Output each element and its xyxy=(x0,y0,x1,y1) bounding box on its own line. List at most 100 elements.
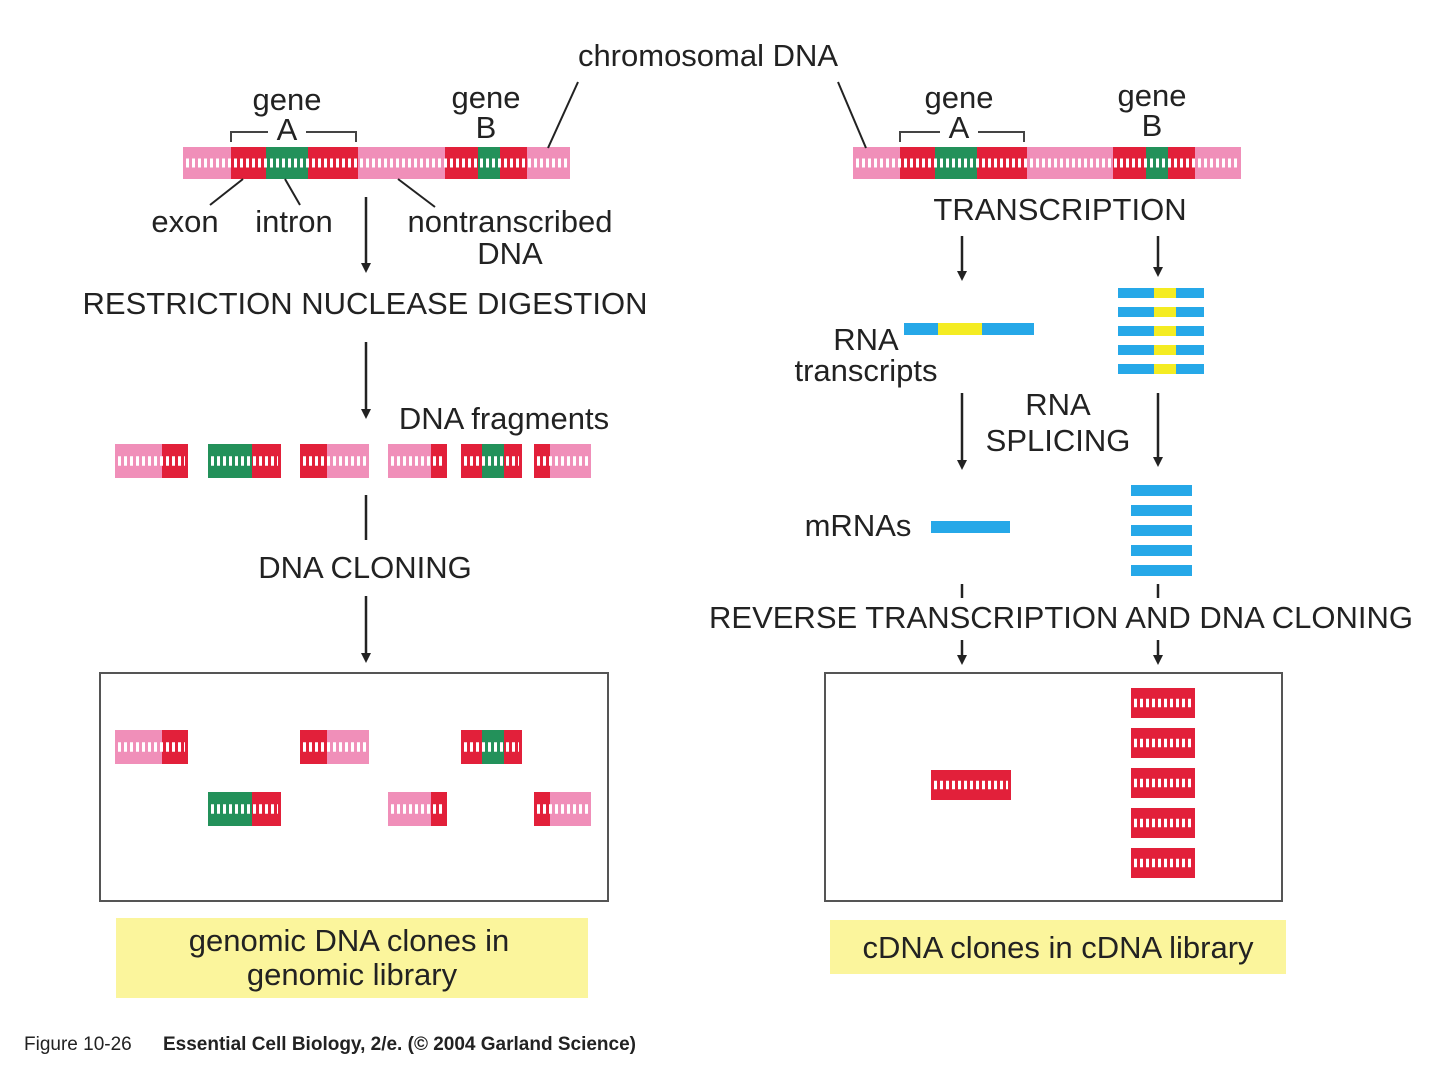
cdna-clone-gene-b xyxy=(1131,728,1195,758)
cdna-clones xyxy=(931,688,1195,878)
cdna-caption: cDNA clones in cDNA library xyxy=(862,930,1254,965)
mrnas-label: mRNAs xyxy=(805,508,912,543)
rna-segment xyxy=(1154,345,1176,355)
mrna-gene-b xyxy=(1131,485,1192,496)
rna-segment xyxy=(1118,364,1154,374)
rna-transcript-gene-a xyxy=(904,323,1034,335)
dna-segment xyxy=(482,444,504,478)
dna-segment xyxy=(482,730,504,764)
chromosomal-dna-left xyxy=(183,147,570,179)
dna-fragment xyxy=(534,444,591,478)
gene-b-letter-right: B xyxy=(1142,108,1163,143)
rna-segment xyxy=(1118,345,1154,355)
genomic-clone xyxy=(300,730,369,764)
dna-segment xyxy=(358,147,445,179)
dna-cloning-label: DNA CLONING xyxy=(258,550,472,585)
rna-transcript-gene-b xyxy=(1118,364,1204,374)
mrna-gene-a xyxy=(931,521,1010,533)
nontranscribed-label-2: DNA xyxy=(477,236,543,271)
dna-fragments-label: DNA fragments xyxy=(399,401,609,436)
dna-segment xyxy=(445,147,478,179)
mrna-gene-b xyxy=(1131,525,1192,536)
rna-segment xyxy=(1154,288,1176,298)
gene-a-bracket-left xyxy=(230,131,357,142)
gene-a-bracket-right xyxy=(899,131,1025,142)
gene-a-letter-right: A xyxy=(949,110,970,145)
genomic-library-box xyxy=(99,672,609,902)
genomic-caption-line-2: genomic library xyxy=(247,957,458,992)
chromosomal-dna-right xyxy=(853,147,1241,179)
intron-label: intron xyxy=(255,204,333,239)
rna-segment xyxy=(1154,364,1176,374)
cdna-clone-gene-b xyxy=(1131,688,1195,718)
nontranscribed-pointer xyxy=(397,178,436,208)
gene-a-label-right: gene xyxy=(925,80,994,115)
chromosomal-dna-bar-right xyxy=(853,147,1241,179)
rna-segment xyxy=(1118,307,1154,317)
dna-fragments xyxy=(115,444,591,478)
dna-fragment xyxy=(388,444,447,478)
genomic-clone xyxy=(388,792,447,826)
genomic-caption-highlight xyxy=(116,918,588,998)
rna-segment xyxy=(1176,288,1204,298)
dna-fragment xyxy=(115,444,188,478)
rna-transcript-gene-b xyxy=(1118,288,1204,298)
gene-b-letter-left: B xyxy=(476,110,497,145)
rna-segment xyxy=(1176,364,1204,374)
dna-fragment xyxy=(461,444,522,478)
mrnas xyxy=(931,485,1192,576)
rna-splicing-label-2: SPLICING xyxy=(986,423,1131,458)
mrna-gene-b xyxy=(1131,545,1192,556)
genomic-clone xyxy=(208,792,281,826)
rna-segment xyxy=(1176,345,1204,355)
rna-transcript-gene-b xyxy=(1118,326,1204,336)
dna-segment xyxy=(534,444,550,478)
gene-b-label-right: gene xyxy=(1118,78,1187,113)
cdna-clone-gene-b xyxy=(1131,808,1195,838)
gene-a-label-left: gene xyxy=(253,82,322,117)
cdna-clone-gene-b xyxy=(1131,768,1195,798)
reverse-transcription-label: REVERSE TRANSCRIPTION AND DNA CLONING xyxy=(709,600,1413,635)
chromosomal-dna-label: chromosomal DNA xyxy=(578,38,838,73)
rna-splicing-label-1: RNA xyxy=(1025,387,1091,422)
exon-pointer xyxy=(209,178,244,206)
rna-transcripts-label-2: transcripts xyxy=(795,353,938,388)
cdna-clone-gene-b xyxy=(1131,848,1195,878)
intron-pointer xyxy=(284,178,301,206)
dna-fragment xyxy=(300,444,369,478)
rna-segment xyxy=(904,323,938,335)
rna-segment xyxy=(1176,326,1204,336)
cdna-caption-highlight xyxy=(830,920,1286,974)
chromosomal-dna-bar-left xyxy=(183,147,570,179)
rna-transcript-gene-b xyxy=(1118,345,1204,355)
transcription-label: TRANSCRIPTION xyxy=(933,192,1186,227)
cdna-library-box xyxy=(824,672,1283,902)
nontranscribed-label-1: nontranscribed xyxy=(407,204,612,239)
genomic-clone xyxy=(534,792,591,826)
genomic-caption-line-1: genomic DNA clones in xyxy=(189,923,510,958)
gene-b-label-left: gene xyxy=(452,80,521,115)
rna-segment xyxy=(1176,307,1204,317)
rna-segment xyxy=(938,323,982,335)
rna-segment xyxy=(1154,326,1176,336)
dna-fragment xyxy=(208,444,281,478)
genomic-clone xyxy=(115,730,188,764)
pointer-line-left xyxy=(547,81,579,149)
rna-segment xyxy=(1118,326,1154,336)
rna-segment xyxy=(1118,288,1154,298)
restriction-digestion-label: RESTRICTION NUCLEASE DIGESTION xyxy=(83,286,648,321)
rna-transcripts xyxy=(904,288,1204,374)
mrna-gene-b xyxy=(1131,505,1192,516)
rna-transcripts-label-1: RNA xyxy=(833,322,899,357)
rna-segment xyxy=(982,323,1034,335)
genomic-clone xyxy=(461,730,522,764)
rna-segment xyxy=(1154,307,1176,317)
rna-transcript-gene-b xyxy=(1118,307,1204,317)
genomic-clones xyxy=(115,730,591,826)
dna-segment xyxy=(1113,147,1146,179)
dna-segment xyxy=(1027,147,1113,179)
cdna-clone-gene-a xyxy=(931,770,1011,800)
figure-caption-main: Essential Cell Biology, 2/e. (© 2004 Gar… xyxy=(163,1034,636,1055)
pointer-line-right xyxy=(837,81,867,149)
